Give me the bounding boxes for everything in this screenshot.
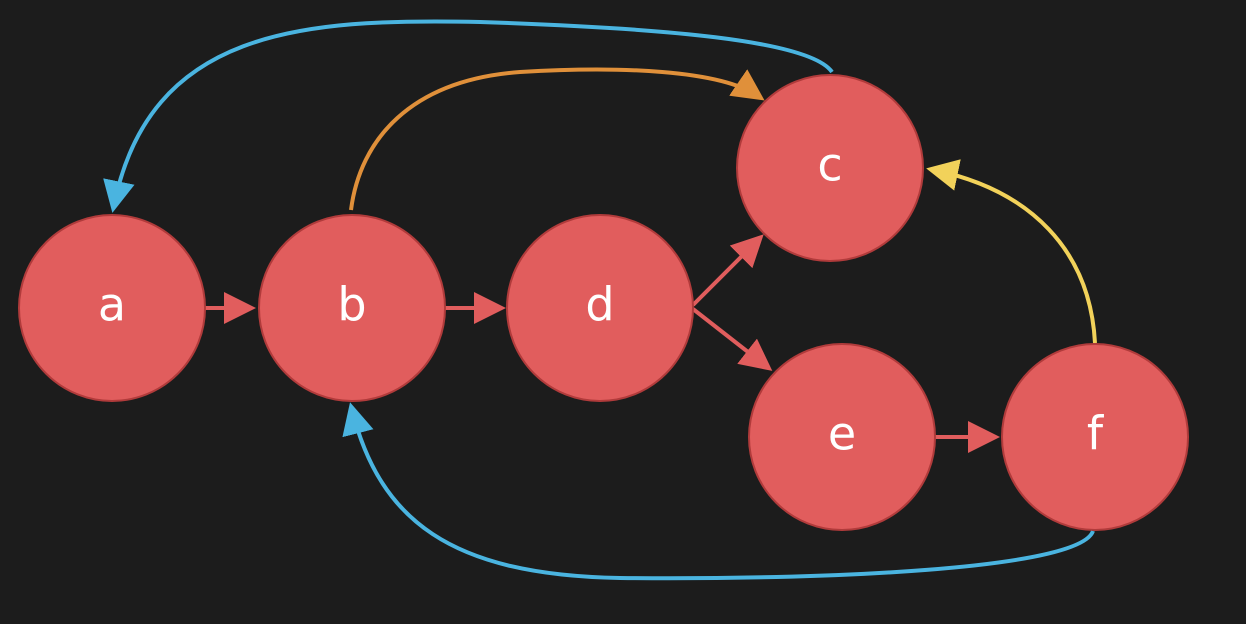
edge-f-c: [926, 159, 1097, 344]
node-d: d: [506, 214, 694, 402]
node-label: e: [828, 407, 856, 461]
edge-c-a: [103, 19, 834, 213]
nodes: a b c d e f: [18, 74, 1189, 531]
node-label: d: [585, 278, 614, 332]
edge-b-c: [349, 67, 765, 211]
node-label: c: [817, 138, 842, 192]
node-c: c: [736, 74, 924, 262]
edge-d-c: [691, 234, 764, 307]
edges: [103, 19, 1097, 581]
node-b: b: [258, 214, 446, 402]
edge-d-e: [691, 307, 773, 371]
node-e: e: [748, 343, 936, 531]
node-a: a: [18, 214, 206, 402]
node-label: f: [1087, 407, 1105, 461]
node-f: f: [1001, 343, 1189, 531]
node-label: b: [337, 278, 366, 332]
edge-f-b: [342, 402, 1095, 581]
node-label: a: [98, 278, 126, 332]
